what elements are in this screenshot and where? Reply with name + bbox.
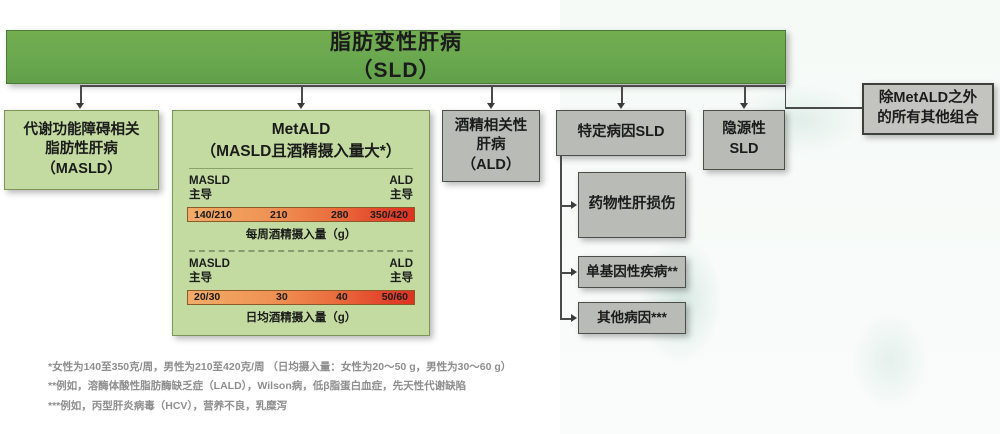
child-box-other-causes: 其他病因***: [578, 302, 686, 334]
scale-2-tick-3: 50/60: [381, 291, 408, 304]
metald-divider: [189, 168, 413, 170]
scale-2-left-pole-line1: MASLD: [189, 258, 230, 271]
connector-to-masld: [80, 85, 82, 104]
branch-line-drug: [560, 205, 573, 207]
footnotes: *女性为140至350克/周，男性为210至420克/周 （日均摄入量：女性为2…: [48, 358, 748, 416]
connector-to-ald: [491, 85, 493, 104]
sld-title-box: 脂肪变性肝病 （SLD）: [6, 30, 786, 84]
scale-1-tick-1: 210: [270, 208, 288, 221]
side-note-line2: 的所有其他组合: [877, 110, 979, 126]
metald-scale-2-poles: MASLD 主导 ALD 主导: [187, 258, 415, 290]
scale-2-right-pole-line2: 主导: [390, 271, 413, 284]
branch-line-other: [560, 318, 573, 320]
arrow-to-drug-injury-icon: [571, 200, 577, 209]
scale-2-tick-2: 40: [336, 291, 348, 304]
monogenic-disease-label: 单基因性疾病**: [586, 263, 678, 279]
sld-title-line2: （SLD）: [351, 59, 441, 82]
other-causes-label: 其他病因***: [597, 309, 667, 325]
arrow-to-cryptogenic-icon: [739, 103, 748, 109]
category-box-ald: 酒精相关性肝病（ALD）: [442, 110, 540, 182]
metald-title-line1: MetALD: [271, 121, 331, 138]
ald-label: 酒精相关性肝病（ALD）: [454, 117, 528, 173]
scale-1-tick-0: 140/210: [194, 208, 232, 221]
scale-2-left-pole: MASLD 主导: [189, 258, 230, 286]
scale-2-tick-0: 20/30: [194, 291, 221, 304]
arrow-to-metald-icon: [296, 103, 305, 109]
specific-children-bus-line: [560, 156, 562, 319]
metald-scale-1-caption: 每周酒精摄入量（g）: [245, 229, 357, 242]
connector-sidenote-vertical: [784, 85, 786, 108]
metald-scale-1-gradient-bar: 140/210 210 280 350/420: [187, 206, 415, 223]
metald-title-line2: （MASLD且酒精摄入量大*）: [200, 142, 402, 160]
side-note-box: 除MetALD之外 的所有其他组合: [862, 83, 994, 135]
masld-label: 代谢功能障碍相关脂肪性肝病（MASLD）: [23, 121, 140, 177]
scale-2-tick-1: 30: [276, 291, 288, 304]
scale-1-right-pole-line1: ALD: [389, 175, 413, 188]
metald-title: MetALD （MASLD且酒精摄入量大*）: [187, 119, 415, 166]
category-box-cryptogenic-sld: 隐源性SLD: [703, 110, 785, 170]
footnote-3: ***例如，丙型肝炎病毒（HCV），营养不良，乳糜泻: [48, 399, 288, 412]
footnote-1: *女性为140至350克/周，男性为210至420克/周 （日均摄入量：女性为2…: [48, 361, 512, 373]
branch-line-monogenic: [560, 272, 573, 274]
metald-scale-2-caption: 日均酒精摄入量（g）: [245, 312, 357, 324]
side-note-line1: 除MetALD之外: [878, 90, 978, 107]
scale-1-right-pole: ALD 主导: [389, 175, 413, 203]
scale-2-right-pole-line1: ALD: [389, 258, 413, 271]
footnote-2: **例如，溶酶体酸性脂肪酶缺乏症（LALD），Wilson病，低β脂蛋白血症，先…: [48, 380, 467, 393]
scale-2-left-pole-line2: 主导: [189, 271, 212, 284]
arrow-to-monogenic-icon: [571, 267, 577, 276]
child-box-drug-induced-liver-injury: 药物性肝损伤: [578, 172, 686, 238]
scale-1-right-pole-line2: 主导: [390, 189, 413, 202]
arrow-to-masld-icon: [75, 103, 84, 109]
scale-1-left-pole: MASLD 主导: [189, 175, 230, 203]
banner-bus-line: [80, 85, 786, 87]
category-box-masld: 代谢功能障碍相关脂肪性肝病（MASLD）: [4, 110, 159, 190]
arrow-to-other-causes-icon: [571, 313, 577, 322]
cryptogenic-sld-label: 隐源性SLD: [722, 121, 766, 157]
drug-induced-liver-injury-label: 药物性肝损伤: [588, 196, 676, 213]
connector-to-cryptogenic: [744, 85, 746, 104]
arrow-to-specific-icon: [616, 103, 625, 109]
metald-scale-2-gradient-bar: 20/30 30 40 50/60: [187, 289, 415, 305]
scale-1-tick-2: 280: [331, 208, 349, 221]
metald-dashed-divider: [189, 250, 413, 253]
category-box-specific-cause-sld: 特定病因SLD: [556, 110, 686, 156]
scale-1-left-pole-line1: MASLD: [189, 175, 230, 188]
connector-to-metald: [301, 85, 303, 104]
specific-cause-sld-label: 特定病因SLD: [577, 124, 665, 141]
scale-1-tick-3: 350/420: [370, 208, 408, 221]
category-box-metald: MetALD （MASLD且酒精摄入量大*） MASLD 主导 ALD 主导 1…: [172, 110, 430, 336]
metald-scale-1-poles: MASLD 主导 ALD 主导: [187, 175, 415, 207]
arrow-to-ald-icon: [486, 103, 495, 109]
scale-2-right-pole: ALD 主导: [389, 258, 413, 286]
child-box-monogenic-disease: 单基因性疾病**: [578, 256, 686, 288]
scale-1-left-pole-line2: 主导: [189, 189, 212, 202]
connector-sidenote-horizontal: [784, 107, 863, 109]
connector-to-specific: [621, 85, 623, 104]
sld-title-line1: 脂肪变性肝病: [330, 30, 462, 54]
